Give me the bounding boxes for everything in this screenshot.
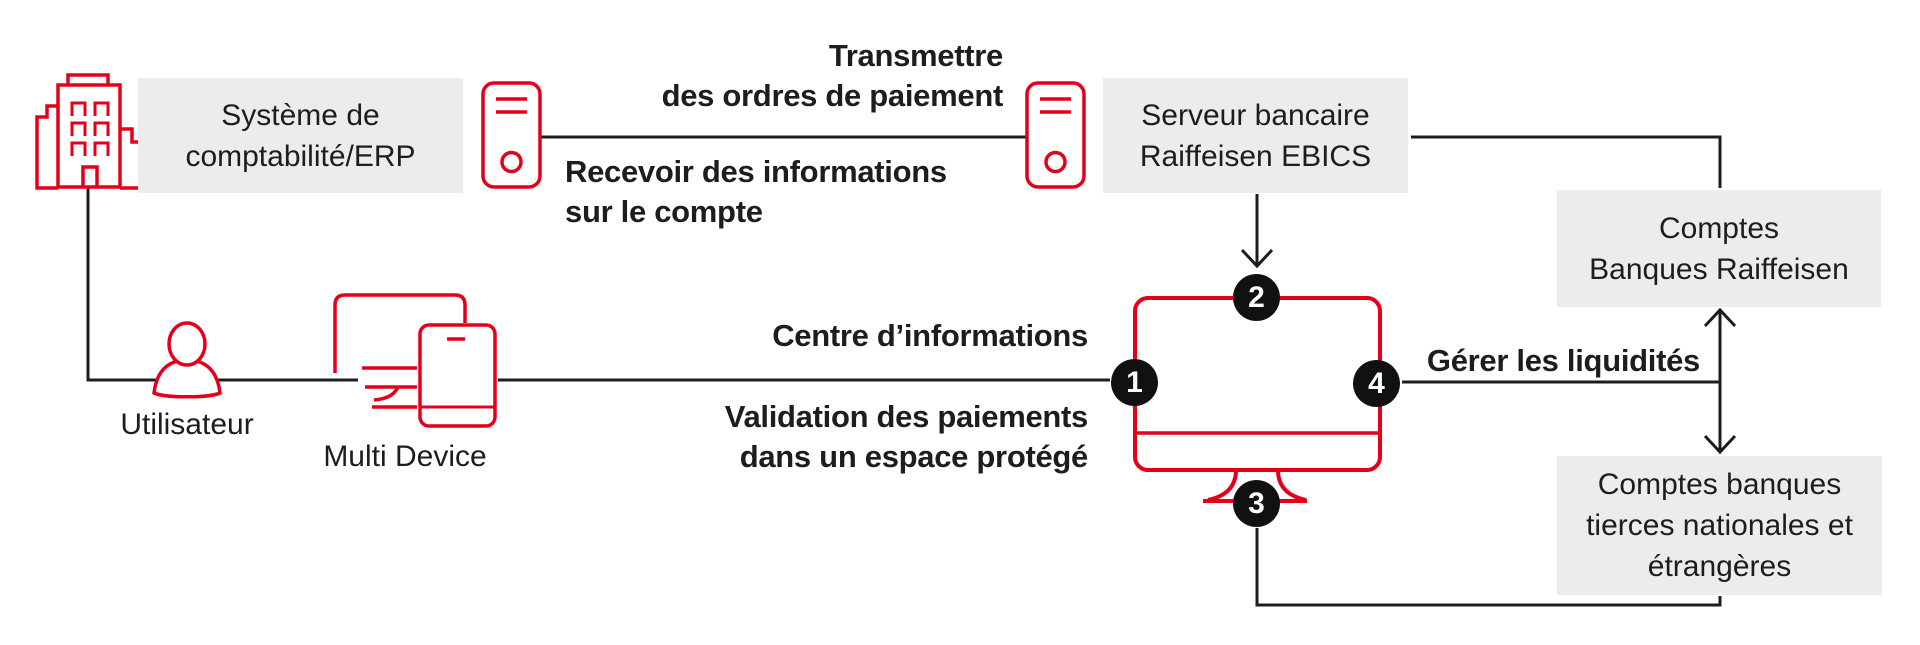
- third-party-accounts-box: Comptes banques tierces nationales et ét…: [1557, 456, 1882, 595]
- flow-label-receive: Recevoir des informations sur le compte: [565, 154, 947, 229]
- double-arrow-accounts: [1703, 307, 1737, 455]
- ebics-server-box: Serveur bancaire Raiffeisen EBICS: [1103, 78, 1408, 193]
- user-caption: Utilisateur: [120, 408, 254, 441]
- raiffeisen-accounts-line2: Banques Raiffeisen: [1589, 252, 1849, 286]
- ebics-server-label-line1: Serveur bancaire: [1141, 98, 1370, 132]
- raiffeisen-accounts-box: Comptes Banques Raiffeisen: [1557, 190, 1881, 307]
- multi-device-icon: [333, 292, 498, 428]
- multi-device-caption: Multi Device: [323, 440, 487, 473]
- erp-system-label-line1: Système de: [221, 98, 380, 132]
- connector-ebics-to-raiffeisen-accounts: [1411, 135, 1722, 188]
- step-circle-2: 2: [1233, 274, 1280, 321]
- server-icon-right: [1025, 81, 1086, 189]
- user-icon: [152, 321, 222, 399]
- building-icon: [35, 73, 143, 190]
- flow-label-liquidity: Gérer les liquidités: [1426, 343, 1700, 378]
- tablet-icon: [418, 323, 497, 428]
- arrow-ebics-to-step2: [1240, 194, 1274, 269]
- third-party-accounts-line2: tierces nationales et: [1586, 509, 1853, 542]
- monitor-icon: [1133, 296, 1382, 503]
- flow-label-info-center: Centre d’informations: [772, 318, 1088, 353]
- step-circle-4: 4: [1353, 360, 1400, 407]
- step-circle-3: 3: [1233, 480, 1280, 527]
- erp-system-label-line2: comptabilité/ERP: [185, 139, 416, 173]
- connector-user-to-step1: [86, 188, 1110, 382]
- down-chevron-icon: [1703, 434, 1737, 455]
- flow-label-transmit: Transmettre des ordres de paiement: [661, 38, 1004, 113]
- up-chevron-icon: [1703, 307, 1737, 328]
- raiffeisen-accounts-line1: Comptes: [1658, 211, 1780, 245]
- connector-step3-to-third-party: [1255, 528, 1722, 607]
- flow-label-validation: Validation des paiements dans un espace …: [724, 399, 1089, 474]
- ebics-server-label-line2: Raiffeisen EBICS: [1139, 139, 1372, 173]
- third-party-accounts-line3: étrangères: [1647, 550, 1792, 583]
- third-party-accounts-line1: Comptes banques: [1597, 468, 1842, 501]
- step-circle-1: 1: [1111, 359, 1158, 406]
- erp-system-box: Système de comptabilité/ERP: [138, 78, 463, 193]
